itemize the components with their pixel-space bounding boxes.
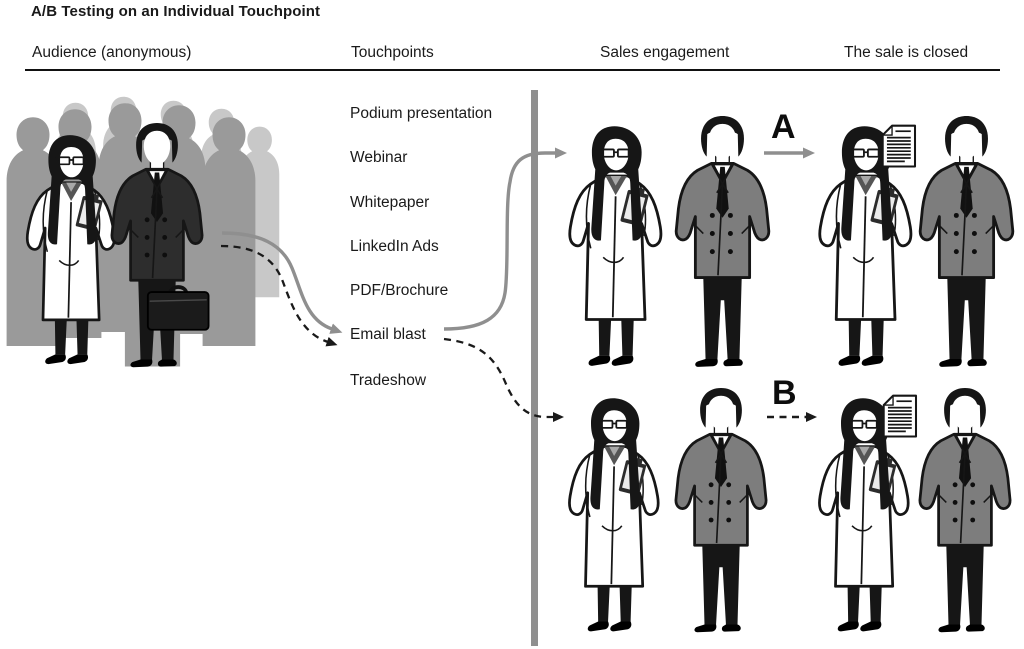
man-suit-icon [918,114,1015,369]
sales-pair-variant-b [568,386,768,634]
woman-labcoat-icon [568,124,663,368]
woman-labcoat-icon [568,396,660,633]
audience-illustration [6,96,280,369]
man-suit-icon [674,386,768,634]
briefcase-icon [145,285,211,332]
variant-b-label: B [772,374,797,412]
header-underline [25,69,1000,71]
signed-document-icon [882,394,918,438]
column-header-sales: Sales engagement [600,44,730,61]
touchpoint-tradeshow: Tradeshow [350,372,427,389]
column-header-closed: The sale is closed [844,44,969,61]
touchpoint-whitepaper: Whitepaper [350,194,430,211]
column-header-touchpoints: Touchpoints [351,44,434,61]
closed-pair-variant-a [818,114,1015,369]
touchpoint-linkedin-ads: LinkedIn Ads [350,238,439,255]
touchpoint-podium-presentation: Podium presentation [350,105,493,122]
touchpoint-webinar: Webinar [350,149,408,166]
variant-a-label: A [771,108,796,146]
email-to-sales-a-arrow [443,147,567,331]
man-suit-icon [918,386,1012,634]
man-suit-icon [674,114,771,369]
stage-divider [531,90,538,646]
column-header-audience: Audience (anonymous) [32,44,192,61]
page-title: A/B Testing on an Individual Touchpoint [31,3,321,20]
signed-document-icon [881,124,917,168]
sales-pair-variant-a [568,114,771,369]
touchpoint-pdf-brochure: PDF/Brochure [350,282,449,299]
touchpoint-email-blast: Email blast [350,326,426,343]
closed-pair-variant-b [818,386,1012,634]
